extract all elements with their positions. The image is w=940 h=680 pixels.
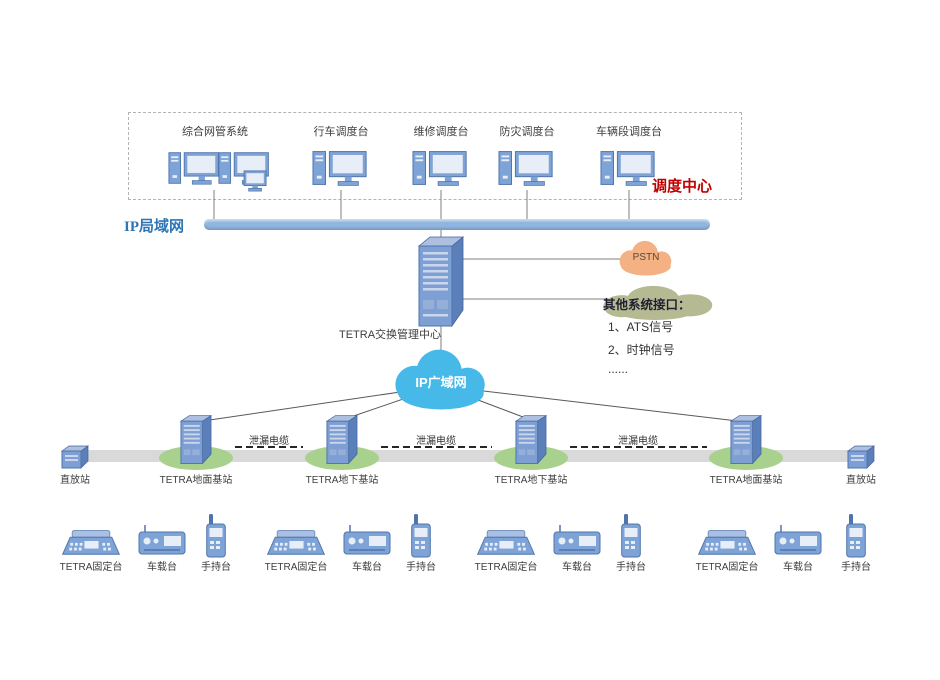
fixed-station-label: TETRA固定台 (695, 562, 759, 573)
handheld-icon (621, 514, 641, 558)
handheld-label: 手持台 (616, 562, 646, 573)
handheld-icon (846, 514, 866, 558)
vehicle-station-icon (774, 524, 822, 556)
vehicle-station-label: 车载台 (352, 562, 382, 573)
vehicle-station-label: 车载台 (562, 562, 592, 573)
dispatch-center-title: 调度中心 (652, 179, 713, 195)
repeater-icon (846, 444, 876, 470)
interface-item-clock: 2、时钟信号 (608, 343, 675, 357)
vehicle-station-icon (138, 524, 186, 556)
mini-pc-icon (243, 170, 269, 192)
other-interfaces-title: 其他系统接口： (603, 298, 691, 312)
dispatch-center-box (128, 112, 742, 200)
handheld-label: 手持台 (406, 562, 436, 573)
repeater-label: 直放站 (846, 475, 876, 486)
workstation-icon (168, 146, 222, 190)
repeater-icon (60, 444, 90, 470)
pstn-label: PSTN (632, 252, 660, 263)
handheld-icon (206, 514, 226, 558)
base-station-label: TETRA地下基站 (494, 475, 568, 486)
vehicle-station-label: 车载台 (783, 562, 813, 573)
fixed-station-label: TETRA固定台 (264, 562, 328, 573)
interface-item-ellipsis: ...... (608, 362, 629, 376)
console-label-maintenance: 维修调度台 (413, 126, 469, 138)
console-label-disaster: 防灾调度台 (499, 126, 555, 138)
base-station-icon (515, 414, 547, 466)
fixed-station-icon (696, 524, 758, 558)
ip-wan-label: IP广域网 (415, 375, 467, 390)
leaky-cable-label: 泄漏电缆 (416, 436, 456, 447)
base-station-icon (180, 414, 212, 466)
base-station-label: TETRA地下基站 (305, 475, 379, 486)
fixed-station-icon (60, 524, 122, 558)
leaky-cable-label: 泄漏电缆 (249, 436, 289, 447)
vehicle-station-label: 车载台 (147, 562, 177, 573)
ip-lan-label: IP局域网 (124, 219, 185, 235)
interface-item-ats: 1、ATS信号 (608, 320, 674, 334)
switch-center-label: TETRA交换管理中心 (338, 329, 442, 341)
handheld-label: 手持台 (201, 562, 231, 573)
trackside-bar (84, 450, 856, 462)
repeater-label: 直放站 (60, 475, 90, 486)
console-label-train: 行车调度台 (313, 126, 369, 138)
fixed-station-label: TETRA固定台 (474, 562, 538, 573)
ip-lan-bus (204, 219, 710, 230)
handheld-icon (411, 514, 431, 558)
base-station-icon (730, 414, 762, 466)
vehicle-station-icon (553, 524, 601, 556)
workstation-icon (312, 146, 370, 190)
workstation-icon (600, 146, 658, 190)
console-label-nms: 综合网管系统 (182, 126, 248, 138)
vehicle-station-icon (343, 524, 391, 556)
workstation-icon (412, 146, 470, 190)
handheld-label: 手持台 (841, 562, 871, 573)
fixed-station-icon (475, 524, 537, 558)
base-station-label: TETRA地面基站 (159, 475, 233, 486)
base-station-label: TETRA地面基站 (709, 475, 783, 486)
fixed-station-label: TETRA固定台 (59, 562, 123, 573)
leaky-cable-label: 泄漏电缆 (618, 436, 658, 447)
fixed-station-icon (265, 524, 327, 558)
console-label-depot: 车辆段调度台 (596, 126, 662, 138)
workstation-icon (498, 146, 556, 190)
base-station-icon (326, 414, 358, 466)
switch-server-icon (418, 236, 464, 328)
